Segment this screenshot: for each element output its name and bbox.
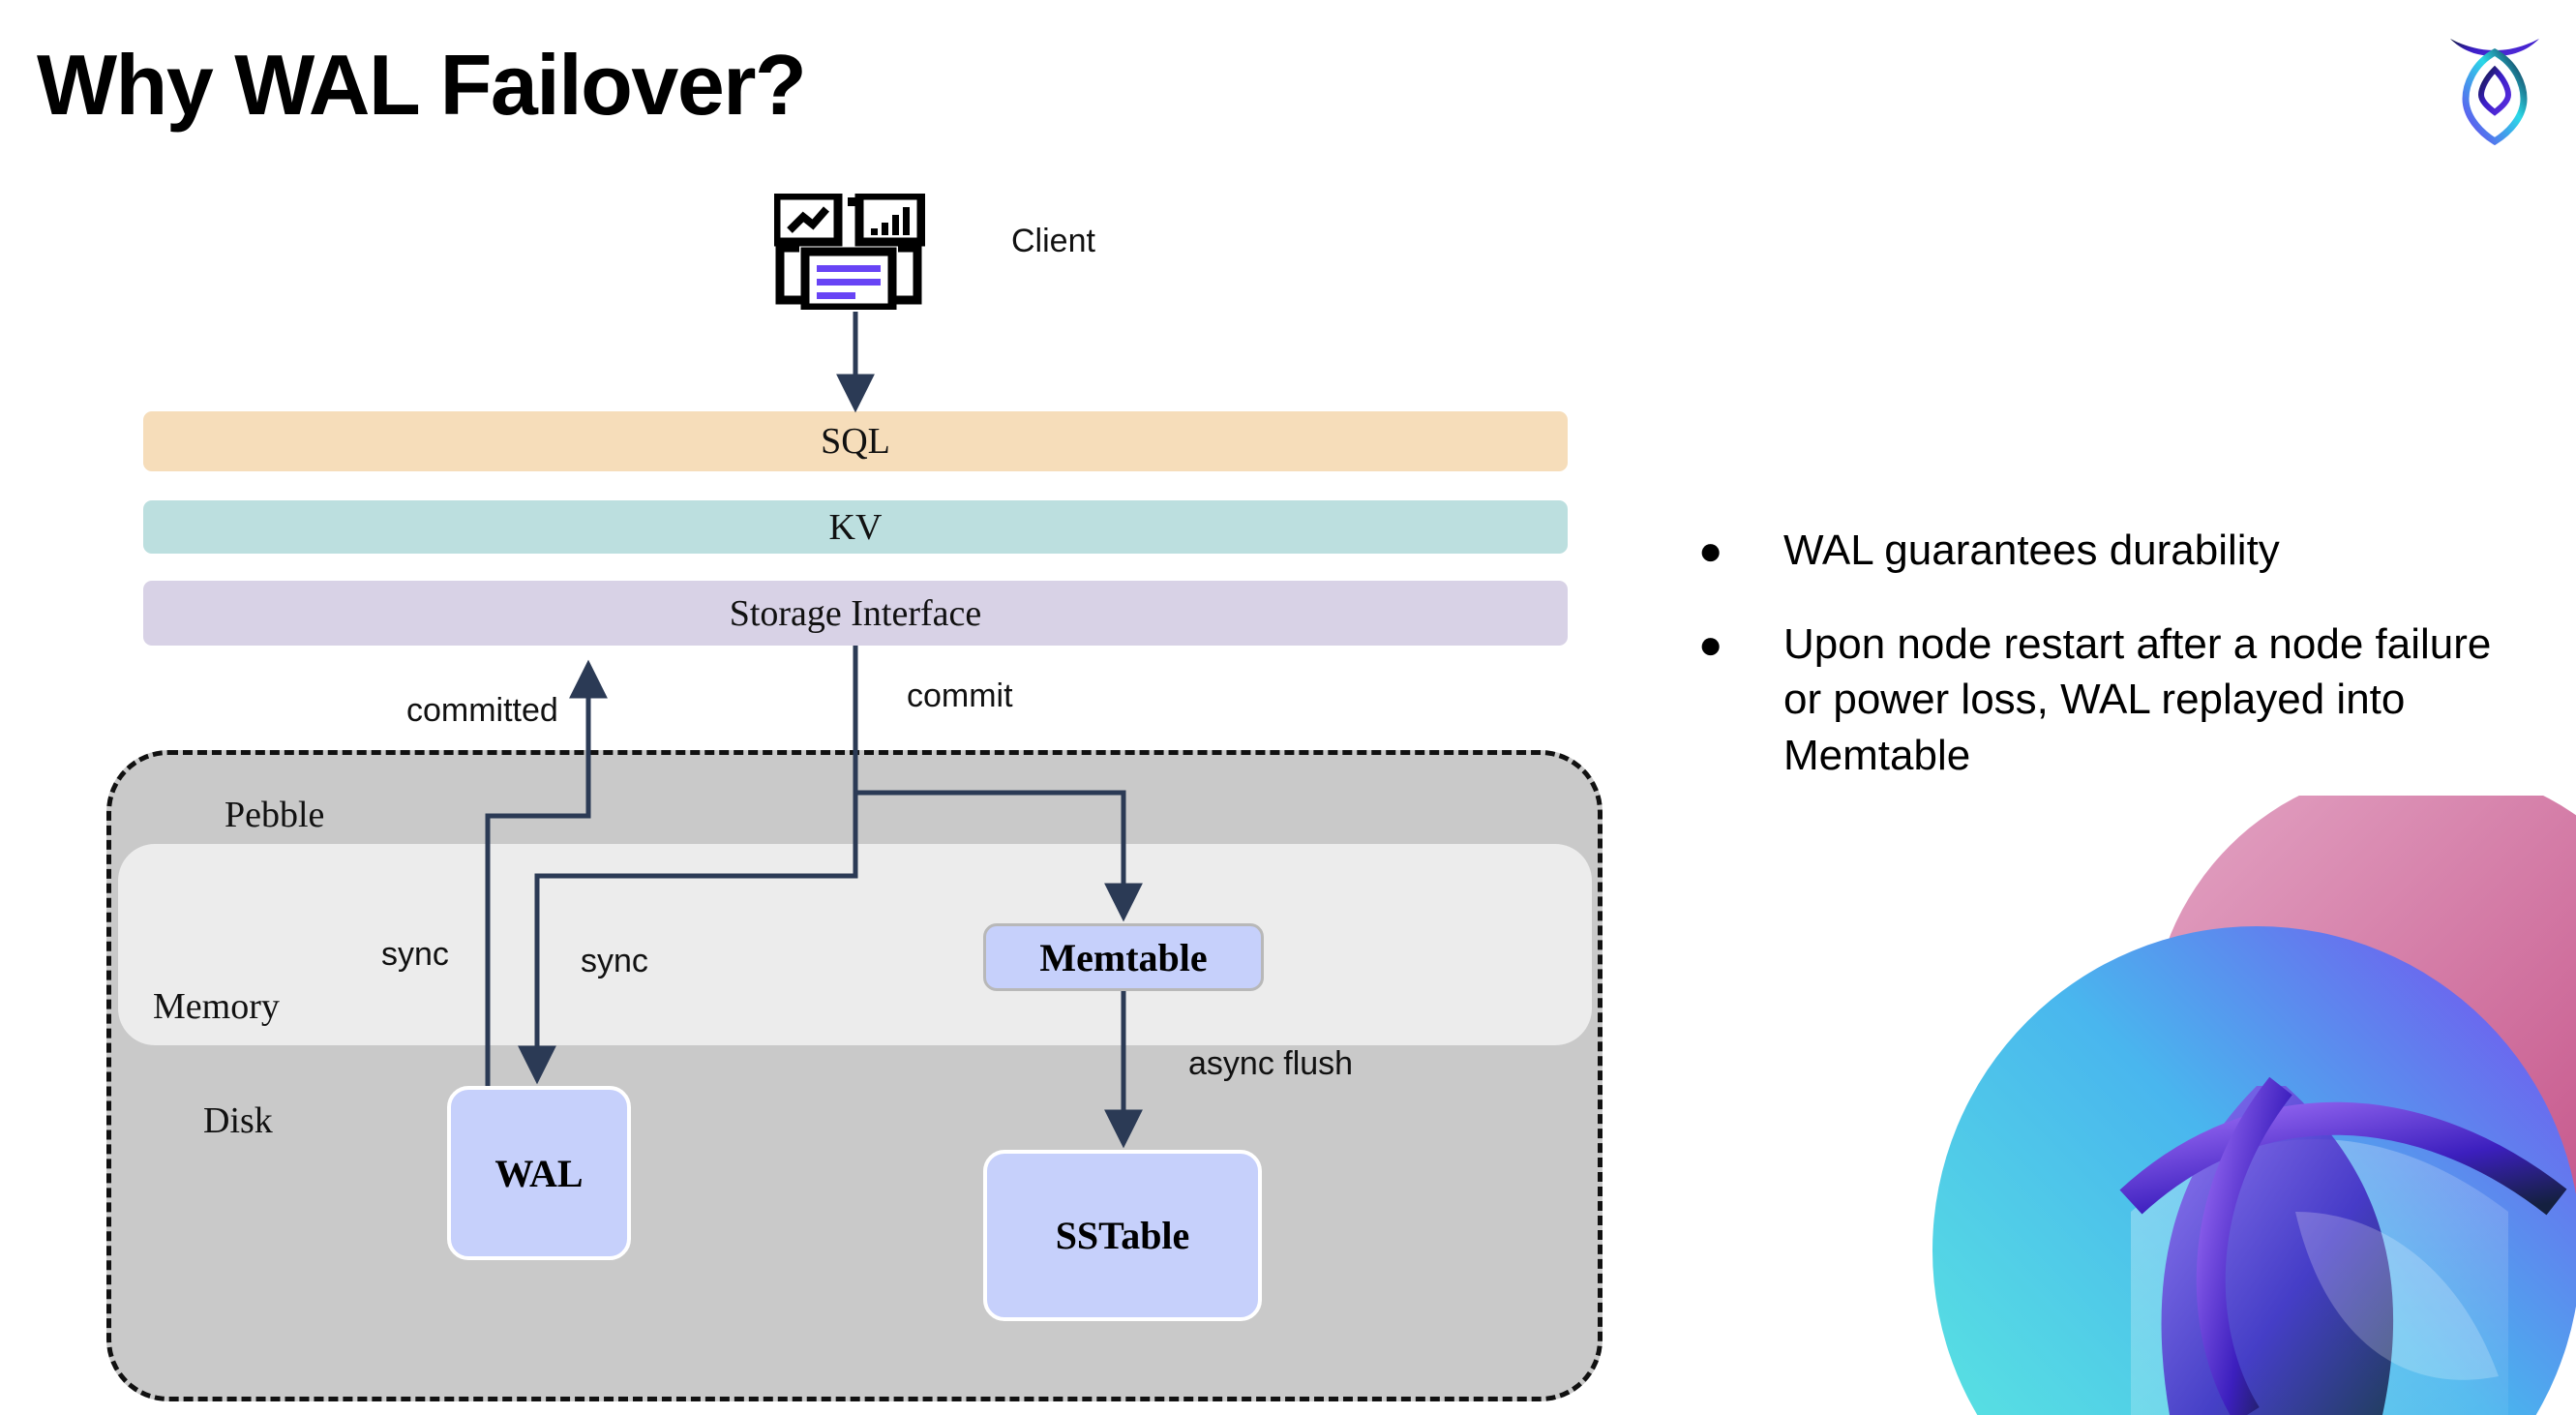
- decorative-logo-graphic: [1841, 796, 2576, 1415]
- layer-label-kv: KV: [828, 506, 883, 548]
- page-title: Why WAL Failover?: [37, 37, 807, 133]
- node-memtable-label: Memtable: [1039, 935, 1208, 979]
- bullet-dot-icon: ●: [1698, 527, 1723, 573]
- memory-region: [118, 844, 1592, 1045]
- pebble-label: Pebble: [225, 795, 325, 835]
- node-sstable: SSTable: [983, 1150, 1262, 1321]
- node-sstable-label: SSTable: [1055, 1214, 1190, 1257]
- edge-label-sync-left: sync: [381, 936, 449, 973]
- layer-label-storage-interface: Storage Interface: [729, 592, 982, 634]
- edge-label-commit: commit: [907, 677, 1013, 714]
- bullet-dot-icon: ●: [1698, 621, 1723, 668]
- disk-label: Disk: [203, 1100, 273, 1141]
- memory-label: Memory: [153, 986, 280, 1027]
- bullet-text: WAL guarantees durability: [1783, 527, 2280, 574]
- node-wal-label: WAL: [494, 1151, 584, 1195]
- edge-label-committed: committed: [406, 692, 558, 729]
- bullet-list: ● WAL guarantees durability ● Upon node …: [1698, 523, 2521, 822]
- list-item: ● Upon node restart after a node failure…: [1698, 617, 2521, 783]
- cockroachdb-logo-icon: [2441, 27, 2549, 146]
- client-label: Client: [1011, 223, 1095, 259]
- node-wal: WAL: [447, 1086, 631, 1260]
- bullet-text: Upon node restart after a node failure o…: [1783, 620, 2492, 779]
- client-dashboard-icon: [771, 191, 926, 313]
- layer-label-sql: SQL: [821, 421, 890, 462]
- layer-bar-sql: SQL: [143, 411, 1568, 471]
- edge-label-async-flush: async flush: [1188, 1045, 1354, 1082]
- node-memtable: Memtable: [983, 923, 1264, 991]
- layer-bar-storage-interface: Storage Interface: [143, 581, 1568, 646]
- edge-label-sync-right: sync: [581, 943, 648, 979]
- layer-bar-kv: KV: [143, 500, 1568, 554]
- list-item: ● WAL guarantees durability: [1698, 523, 2521, 578]
